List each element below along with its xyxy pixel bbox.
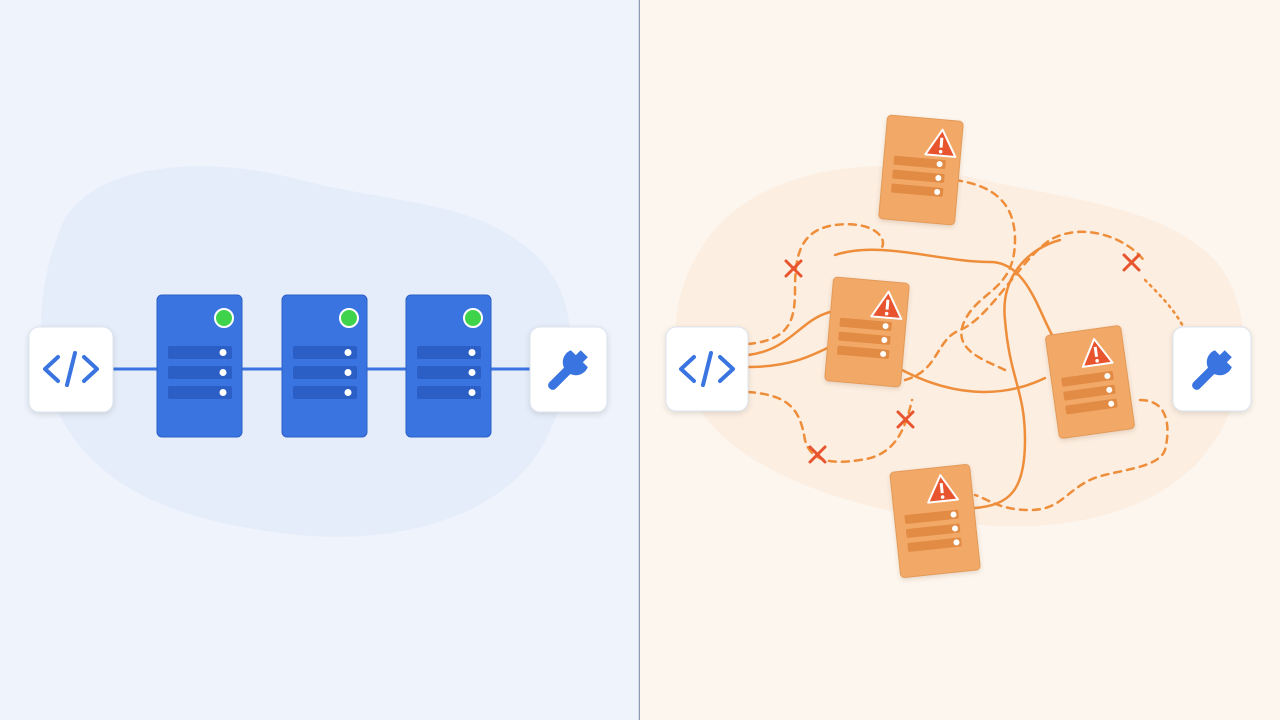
dashed-connection-line <box>746 222 885 346</box>
dashed-connection-line <box>953 178 1017 372</box>
broken-link-x-icon <box>808 445 827 464</box>
right-panel <box>640 0 1280 720</box>
right-blob <box>675 166 1244 527</box>
wrench-icon <box>548 350 588 390</box>
dashed-connection-line <box>973 398 1169 512</box>
connection-line <box>973 238 1062 510</box>
dashed-connection-line <box>903 230 1147 382</box>
dashed-connection-line <box>1143 278 1187 332</box>
code-brackets-icon <box>43 351 99 387</box>
server-slots <box>417 346 481 399</box>
code-source-card <box>665 326 749 412</box>
warning-document-1 <box>878 114 964 226</box>
tool-target-card <box>529 326 608 413</box>
broken-link-x-icon <box>896 410 915 429</box>
server-status-indicator <box>214 308 234 328</box>
connection-line <box>746 310 832 357</box>
server-slots <box>168 346 232 399</box>
broken-link-x-icon <box>784 259 803 278</box>
server-3 <box>405 294 492 438</box>
warning-triangle-icon <box>924 128 957 158</box>
warning-triangle-icon <box>1081 338 1114 368</box>
server-slots <box>293 346 357 399</box>
warning-document-4 <box>889 463 981 578</box>
tool-target-card <box>1172 326 1252 412</box>
warning-triangle-icon <box>870 290 903 320</box>
connection-line <box>900 368 1047 394</box>
server-1 <box>156 294 243 438</box>
broken-link-markers <box>784 253 1141 464</box>
server-status-indicator <box>339 308 359 328</box>
warning-triangle-icon <box>927 474 959 504</box>
server-status-indicator <box>463 308 483 328</box>
code-brackets-icon <box>679 351 735 387</box>
code-source-card <box>28 326 114 413</box>
server-2 <box>281 294 368 438</box>
connection-line <box>833 248 1060 347</box>
left-panel <box>0 0 639 720</box>
wrench-icon <box>1192 350 1232 390</box>
warning-document-2 <box>824 276 910 388</box>
broken-link-x-icon <box>1122 253 1141 272</box>
warning-document-3 <box>1045 325 1135 439</box>
